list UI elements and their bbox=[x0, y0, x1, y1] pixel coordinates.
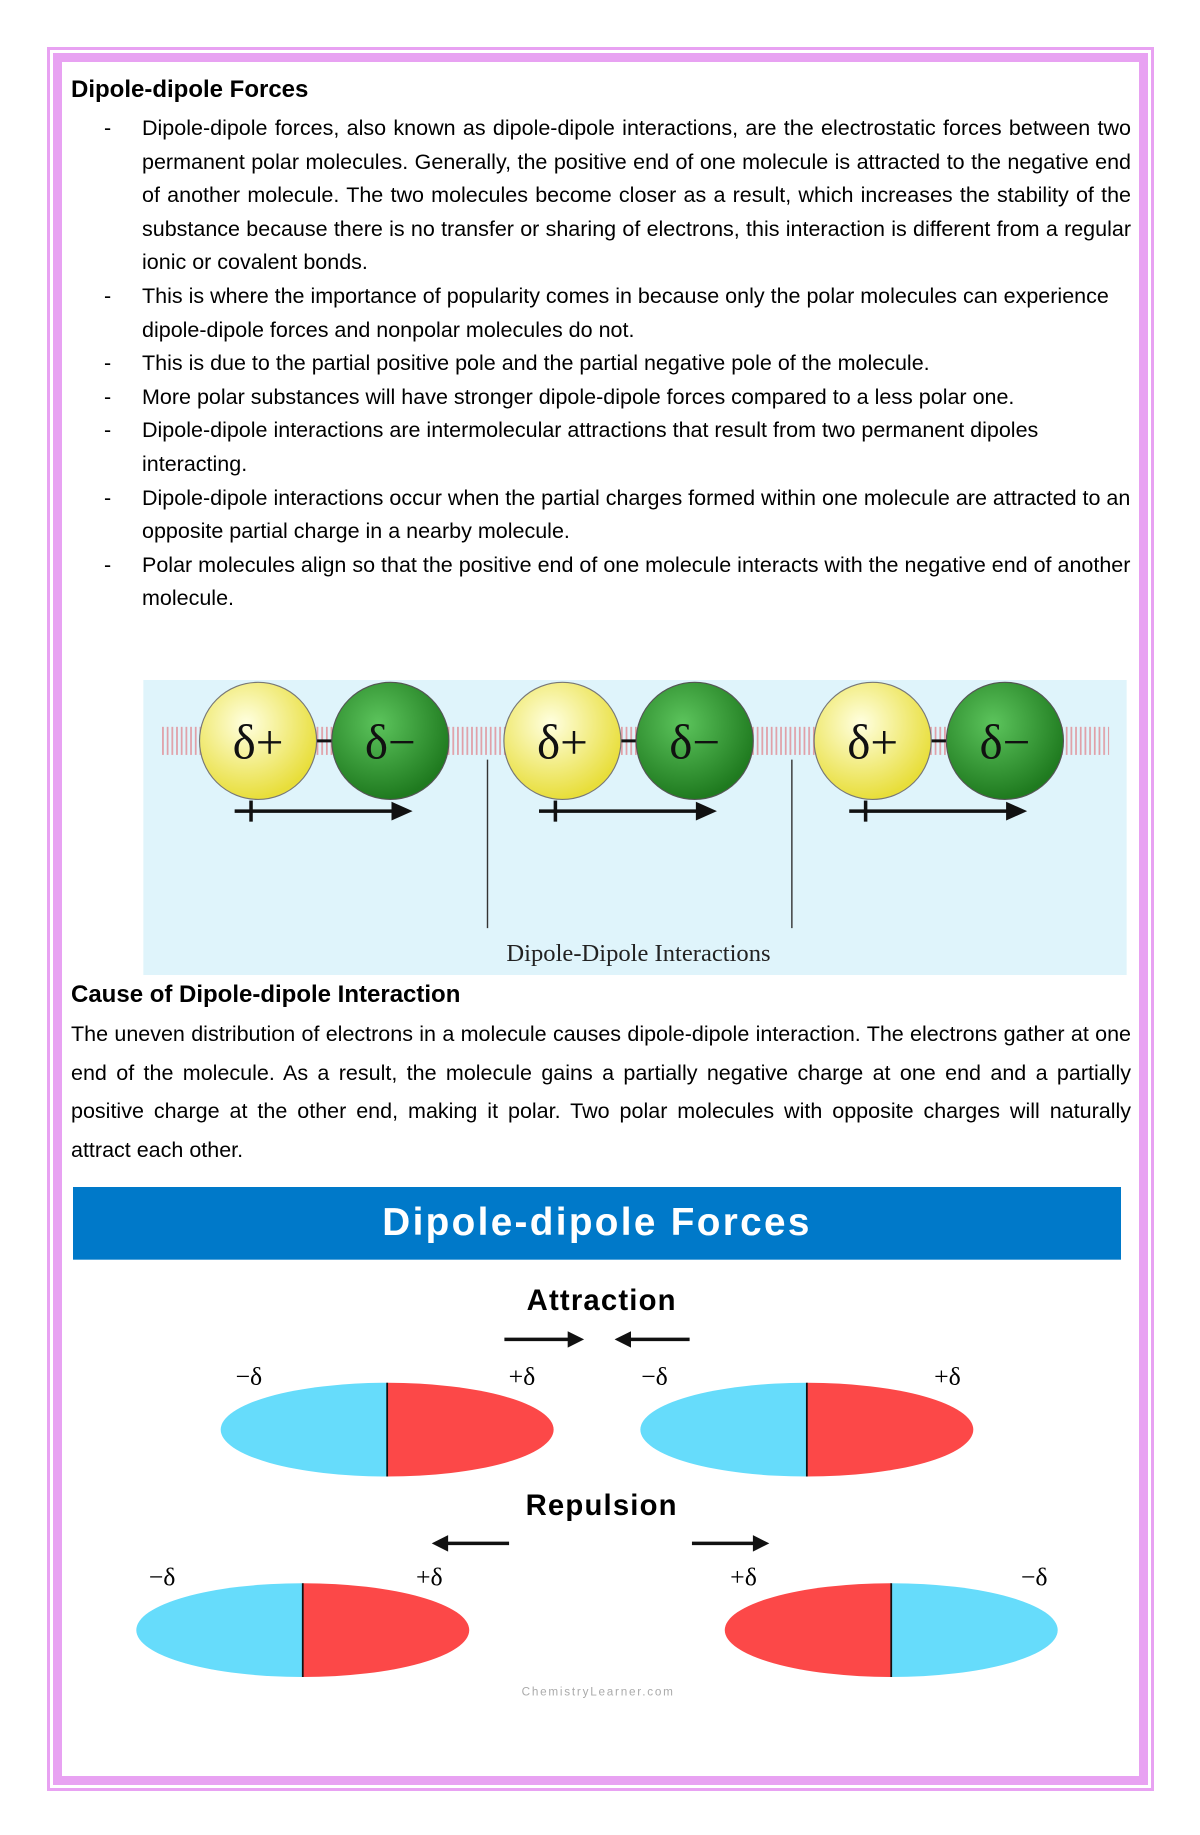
left-half bbox=[724, 1583, 892, 1678]
negative-pole bbox=[331, 681, 450, 800]
arrow-head bbox=[614, 1331, 631, 1348]
positive-pole bbox=[503, 681, 622, 800]
watermark: ChemistryLearner.com bbox=[522, 1686, 675, 1699]
bullet-text: This is due to the partial positive pole… bbox=[142, 351, 930, 376]
right-half bbox=[891, 1583, 1058, 1678]
bullet-list: - Dipole-dipole forces, also known as dip… bbox=[71, 112, 1131, 616]
charge-label: −δ bbox=[149, 1563, 176, 1592]
attraction-repulsion-figure: Dipole-dipole Forces Attraction Repulsio… bbox=[73, 1187, 1121, 1699]
list-item: - Polar molecules align so that the posit… bbox=[71, 549, 1131, 616]
positive-label: δ+ bbox=[847, 714, 898, 769]
negative-label: δ− bbox=[669, 714, 720, 769]
arrow-head bbox=[695, 801, 717, 821]
positive-pole bbox=[198, 681, 318, 800]
bullet-text: Polar molecules align so that the positi… bbox=[142, 552, 1131, 611]
negative-label: δ− bbox=[979, 714, 1030, 769]
charge-label: −δ bbox=[641, 1362, 668, 1391]
positive-pole bbox=[813, 681, 932, 800]
attraction-label: Attraction bbox=[527, 1284, 677, 1317]
bullet-text: Dipole-dipole interactions are intermole… bbox=[142, 418, 1039, 476]
bullet-text: Dipole-dipole interactions occur when th… bbox=[142, 485, 1131, 544]
figure-caption: Dipole-Dipole Interactions bbox=[506, 940, 770, 967]
left-half bbox=[640, 1382, 807, 1477]
positive-label: δ+ bbox=[537, 714, 588, 769]
list-item: - This is due to the partial positive pol… bbox=[71, 347, 1131, 381]
list-item: - Dipole-dipole interactions are intermol… bbox=[71, 414, 1131, 481]
right-half bbox=[302, 1583, 470, 1678]
negative-pole bbox=[635, 681, 754, 800]
cause-paragraph: The uneven distribution of electrons in … bbox=[71, 1022, 1131, 1162]
left-half bbox=[136, 1583, 303, 1678]
list-item: - This is where the importance of popular… bbox=[71, 280, 1131, 347]
arrow-head bbox=[752, 1535, 770, 1552]
dash: - bbox=[104, 116, 112, 140]
bullet-text: Dipole-dipole forces, also known as dipo… bbox=[142, 116, 1131, 275]
page-border-outer bbox=[47, 47, 1154, 1791]
negative-pole bbox=[945, 681, 1065, 800]
dash: - bbox=[104, 351, 112, 376]
page-border-inner bbox=[53, 53, 1148, 1785]
section-heading-dipole-forces: Dipole-dipole Forces bbox=[71, 76, 309, 103]
arrow-head bbox=[391, 801, 413, 821]
arrow-head bbox=[567, 1331, 585, 1348]
arrow-head bbox=[1006, 801, 1028, 821]
left-half bbox=[220, 1382, 388, 1477]
positive-label: δ+ bbox=[233, 714, 284, 769]
dash: - bbox=[104, 485, 112, 510]
negative-label: δ− bbox=[365, 714, 416, 769]
charge-label: +δ bbox=[730, 1563, 757, 1592]
banner-title: Dipole-dipole Forces bbox=[382, 1201, 811, 1244]
list-item: - More polar substances will have stronge… bbox=[71, 381, 1131, 415]
section-heading-cause: Cause of Dipole-dipole Interaction bbox=[71, 981, 461, 1008]
charge-label: +δ bbox=[416, 1563, 443, 1592]
dash: - bbox=[104, 418, 112, 443]
bullet-text: This is where the importance of populari… bbox=[142, 283, 1109, 342]
arrow-head bbox=[431, 1535, 449, 1552]
repulsion-label: Repulsion bbox=[526, 1489, 678, 1522]
right-half bbox=[806, 1382, 974, 1477]
charge-label: +δ bbox=[509, 1362, 536, 1391]
charge-label: −δ bbox=[1021, 1563, 1048, 1592]
list-item: - Dipole-dipole interactions occur when t… bbox=[71, 482, 1131, 549]
dash: - bbox=[104, 283, 112, 308]
charge-label: +δ bbox=[934, 1362, 961, 1391]
right-half bbox=[387, 1382, 554, 1477]
dash: - bbox=[104, 384, 112, 409]
charge-label: −δ bbox=[236, 1362, 263, 1391]
dipole-interactions-figure: δ+ δ− δ+ δ− δ+ δ− Dipole-Dipole Interactions bbox=[143, 680, 1127, 975]
list-item: - Dipole-dipole forces, also known as dip… bbox=[71, 112, 1131, 280]
dash: - bbox=[104, 552, 112, 577]
figure-banner bbox=[73, 1187, 1121, 1260]
bullet-text: More polar substances will have stronger… bbox=[142, 384, 1015, 409]
